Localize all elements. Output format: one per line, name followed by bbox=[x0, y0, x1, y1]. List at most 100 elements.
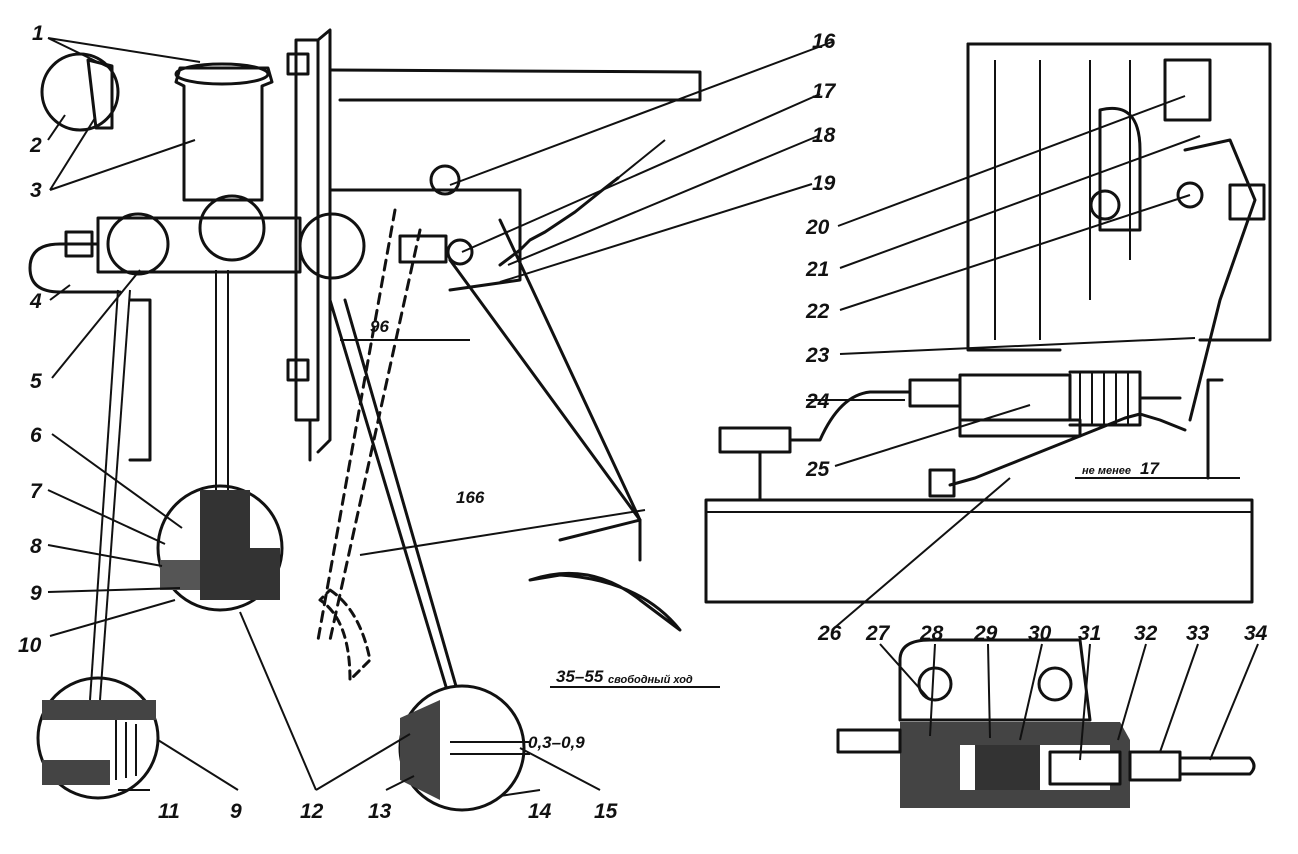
dim-96: 96 bbox=[370, 317, 389, 336]
cylinder-mid-bulb bbox=[198, 194, 266, 262]
callout-32: 32 bbox=[1134, 622, 1158, 645]
ear-hole-2 bbox=[1037, 666, 1073, 702]
pipe-fitting bbox=[64, 230, 94, 258]
section-pushrod bbox=[1048, 750, 1122, 786]
callout-21: 21 bbox=[805, 258, 829, 281]
ear-hole-1 bbox=[917, 666, 953, 702]
dim-166-line bbox=[359, 509, 646, 556]
pedal-lever bbox=[316, 188, 720, 702]
callout-18: 18 bbox=[812, 124, 836, 147]
callout-11: 11 bbox=[158, 800, 180, 823]
dim-free-play: 35–55 bbox=[556, 667, 604, 686]
fluid-pipe bbox=[28, 242, 122, 294]
pedal-pad bbox=[528, 571, 682, 632]
callout-17: 17 bbox=[812, 80, 837, 103]
pedal-bracket bbox=[286, 28, 702, 462]
callout-28: 28 bbox=[919, 622, 944, 645]
hose-fitting bbox=[718, 426, 792, 454]
travel-bracket bbox=[1206, 378, 1224, 480]
callout-13: 13 bbox=[368, 800, 392, 823]
callout-12: 12 bbox=[300, 800, 324, 823]
boss-bolt bbox=[1089, 189, 1121, 221]
slave-hose bbox=[788, 390, 912, 442]
callout-8: 8 bbox=[30, 535, 42, 558]
section-ears bbox=[898, 638, 1092, 722]
detail-valve bbox=[156, 484, 284, 612]
dim-gap: 0,3–0,9 bbox=[528, 733, 585, 752]
detail-piston bbox=[36, 676, 160, 800]
callout-29: 29 bbox=[973, 622, 998, 645]
dim-travel: 17 bbox=[1140, 459, 1160, 478]
pipe-bracket bbox=[128, 298, 152, 462]
pedal-dashed bbox=[316, 208, 397, 642]
frame-rail bbox=[704, 378, 1254, 604]
callout-7: 7 bbox=[30, 480, 43, 503]
callout-labels: 1 2 3 4 5 6 7 8 9 10 11 9 12 13 14 15 16… bbox=[18, 22, 1268, 823]
block-outline bbox=[966, 42, 1272, 342]
callout-9: 9 bbox=[30, 582, 42, 605]
fluid-reservoir bbox=[174, 66, 274, 202]
cylinder-body bbox=[96, 216, 302, 274]
callout-9b: 9 bbox=[230, 800, 242, 823]
callout-26: 26 bbox=[817, 622, 842, 645]
callout-16: 16 bbox=[812, 30, 836, 53]
slave-cylinder bbox=[718, 370, 1182, 502]
fork-ball bbox=[1228, 183, 1266, 221]
clevis bbox=[398, 234, 448, 264]
fork-pivot bbox=[1176, 181, 1204, 209]
stop-bolt bbox=[429, 164, 461, 196]
cylinder-end-bulb bbox=[106, 212, 170, 276]
reservoir-cap bbox=[174, 62, 270, 86]
callout-23: 23 bbox=[805, 344, 830, 367]
block-left bbox=[966, 42, 1062, 352]
engine-block bbox=[966, 42, 1272, 422]
release-fork bbox=[1183, 138, 1257, 422]
slave-fitting bbox=[908, 378, 962, 408]
section-rod-end bbox=[1178, 756, 1256, 776]
section-bleeder bbox=[836, 728, 902, 754]
pedal-arm-top bbox=[328, 188, 522, 292]
return-spring-lower bbox=[928, 412, 1187, 498]
push-rod bbox=[328, 298, 452, 702]
callout-5: 5 bbox=[30, 370, 42, 393]
pedal-pad-dashed bbox=[318, 588, 372, 682]
callout-33: 33 bbox=[1186, 622, 1210, 645]
dimension-labels: 96 166 35–55 свободный ход 0,3–0,9 не ме… bbox=[370, 317, 1160, 752]
callout-31: 31 bbox=[1078, 622, 1101, 645]
callout-20: 20 bbox=[805, 216, 830, 239]
callout-3: 3 bbox=[30, 179, 42, 202]
callout-19: 19 bbox=[812, 172, 836, 195]
return-spring-upper bbox=[398, 139, 666, 267]
starter-boss bbox=[1098, 107, 1142, 232]
cylinder-flange-bulb bbox=[298, 212, 366, 280]
callout-14: 14 bbox=[528, 800, 552, 823]
slave-cylinder-section bbox=[836, 638, 1259, 808]
dim-free-play-note: свободный ход bbox=[608, 674, 693, 686]
push-rod-2 bbox=[343, 298, 462, 702]
section-nut bbox=[1128, 750, 1182, 782]
callout-4: 4 bbox=[29, 290, 42, 313]
block-ribs bbox=[994, 60, 1131, 340]
callout-34: 34 bbox=[1244, 622, 1268, 645]
leader-lines-right bbox=[806, 95, 1201, 631]
spring-anchor bbox=[928, 468, 956, 498]
pedal-pivot bbox=[446, 238, 474, 266]
pedal-pad-2 bbox=[558, 518, 642, 542]
callout-6: 6 bbox=[30, 424, 42, 447]
dim-166: 166 bbox=[456, 488, 485, 507]
pedal-shank-2 bbox=[498, 218, 642, 522]
callout-30: 30 bbox=[1028, 622, 1052, 645]
bellhousing-boss bbox=[1163, 58, 1212, 122]
callout-1: 1 bbox=[32, 22, 44, 45]
callout-25: 25 bbox=[805, 458, 830, 481]
leader-lines-left bbox=[47, 37, 833, 797]
pedal-dashed-2 bbox=[328, 228, 422, 642]
slave-mount bbox=[958, 418, 1082, 438]
detail-pushrod-gap bbox=[398, 684, 530, 812]
callout-27: 27 bbox=[865, 622, 891, 645]
callout-22: 22 bbox=[805, 300, 830, 323]
dim-travel-note: не менее bbox=[1082, 465, 1131, 477]
callout-15: 15 bbox=[594, 800, 618, 823]
